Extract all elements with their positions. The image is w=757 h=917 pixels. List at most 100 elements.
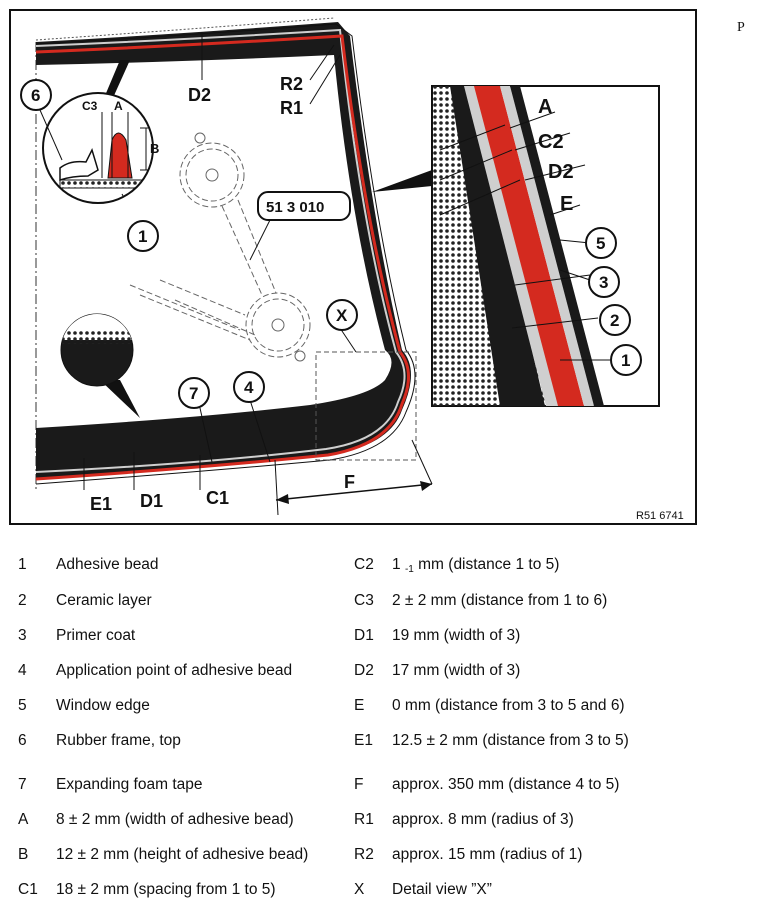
legend-key: R2 <box>354 846 374 863</box>
legend-text: 8 ± 2 mm (width of adhesive bead) <box>56 811 294 828</box>
legend-text: 18 ± 2 mm (spacing from 1 to 5) <box>56 881 276 898</box>
legend-text: 12.5 ± 2 mm (distance from 3 to 5) <box>392 732 629 749</box>
callout-x-text: X <box>336 306 348 325</box>
legend-item-right: D1 19 mm (width of 3) <box>354 627 754 649</box>
legend-text: 1 -1 mm (distance 1 to 5) <box>392 556 559 575</box>
legend-key: 5 <box>18 697 27 714</box>
callout-1-text: 1 <box>138 227 147 246</box>
dim-label-a: A <box>114 99 123 113</box>
dim-label-detail-e: E <box>560 193 573 215</box>
roof-edge <box>35 17 335 41</box>
legend-key: C3 <box>354 592 374 609</box>
legend-key: 3 <box>18 627 27 644</box>
legend-key: R1 <box>354 811 374 828</box>
legend-text: Ceramic layer <box>56 592 152 609</box>
callout-1: 1 <box>127 220 159 252</box>
legend-text: 0 mm (distance from 3 to 5 and 6) <box>392 697 625 714</box>
legend-item-right: E 0 mm (distance from 3 to 5 and 6) <box>354 697 754 719</box>
legend-text: Window edge <box>56 697 150 714</box>
callout-detail-2-text: 2 <box>610 311 619 330</box>
dim-label-d1: D1 <box>140 491 163 511</box>
legend-text: Rubber frame, top <box>56 732 181 749</box>
legend-text-subscript: -1 <box>404 564 414 575</box>
callout-detail-3-text: 3 <box>599 273 608 292</box>
cross-section-magnifier: C3 A B <box>42 60 159 204</box>
detail-x-box <box>315 351 417 461</box>
legend-key: D2 <box>354 662 374 679</box>
legend-text: 12 ± 2 mm (height of adhesive bead) <box>56 846 309 863</box>
tool-label-text: 51 3 010 <box>266 199 324 216</box>
legend-text: Expanding foam tape <box>56 776 203 793</box>
legend-key: 2 <box>18 592 27 609</box>
legend-key: 6 <box>18 732 27 749</box>
legend-item-left: B 12 ± 2 mm (height of adhesive bead) <box>18 846 348 868</box>
tool-label: 51 3 010 <box>249 191 351 261</box>
legend-text: 19 mm (width of 3) <box>392 627 521 644</box>
callout-detail-2: 2 <box>599 304 631 336</box>
page-mark: P <box>737 20 745 35</box>
dim-label-f: F <box>344 472 355 492</box>
legend-key: 7 <box>18 776 27 793</box>
dim-label-r1: R1 <box>280 98 303 118</box>
legend-key: C2 <box>354 556 374 573</box>
legend-text: Primer coat <box>56 627 136 644</box>
callout-detail-5-text: 5 <box>596 234 605 253</box>
legend-key: D1 <box>354 627 374 644</box>
tool-outline <box>129 132 311 362</box>
legend-key: A <box>18 811 29 828</box>
legend-item-left: 2 Ceramic layer <box>18 592 348 614</box>
callout-detail-1-text: 1 <box>621 351 630 370</box>
legend-text: approx. 350 mm (distance 4 to 5) <box>392 776 620 793</box>
legend-text: Detail view ”X” <box>392 881 492 898</box>
dim-label-detail-a: A <box>538 96 552 118</box>
figure-frame <box>9 9 697 525</box>
callout-6: 6 <box>20 79 63 161</box>
legend-item-left: 5 Window edge <box>18 697 348 719</box>
legend-key: F <box>354 776 364 793</box>
legend-key: X <box>354 881 365 898</box>
legend-item-right: R1 approx. 8 mm (radius of 3) <box>354 811 754 833</box>
legend-item-left: C1 18 ± 2 mm (spacing from 1 to 5) <box>18 881 348 903</box>
dim-label-c3: C3 <box>82 99 98 113</box>
legend-key: 1 <box>18 556 27 573</box>
detail-pointer <box>372 170 432 192</box>
legend-item-left: 3 Primer coat <box>18 627 348 649</box>
dim-label-e1: E1 <box>90 494 112 514</box>
callout-x: X <box>326 299 358 331</box>
callout-7-text: 7 <box>189 384 198 403</box>
legend-item-left: 4 Application point of adhesive bead <box>18 662 348 684</box>
dim-label-b: B <box>150 141 159 156</box>
legend-text: 17 mm (width of 3) <box>392 662 521 679</box>
callout-detail-1: 1 <box>610 344 642 376</box>
foam-tape-bubble <box>60 313 140 418</box>
legend-key: B <box>18 846 29 863</box>
dim-label-r2: R2 <box>280 74 303 94</box>
callout-7: 7 <box>178 377 210 409</box>
callout-4: 4 <box>233 371 265 403</box>
callout-4-text: 4 <box>244 378 254 397</box>
frame-band <box>36 22 411 478</box>
dim-label-detail-d2: D2 <box>548 161 574 183</box>
legend-item-right: E1 12.5 ± 2 mm (distance from 3 to 5) <box>354 732 754 754</box>
figure-ref-code: R51 6741 <box>636 510 684 522</box>
legend-key: E <box>354 697 365 714</box>
callout-detail-3: 3 <box>588 266 620 298</box>
legend-item-right: X Detail view ”X” <box>354 881 754 903</box>
dim-label-detail-c2: C2 <box>538 131 564 153</box>
callout-detail-5: 5 <box>585 227 617 259</box>
window-edge <box>35 23 416 485</box>
legend-item-right: C2 1 -1 mm (distance 1 to 5) <box>354 556 754 578</box>
legend-key: E1 <box>354 732 373 749</box>
legend-text-rest: mm (distance 1 to 5) <box>413 556 560 573</box>
legend-item-left: A 8 ± 2 mm (width of adhesive bead) <box>18 811 348 833</box>
legend-text: approx. 8 mm (radius of 3) <box>392 811 574 828</box>
dim-label-c1: C1 <box>206 488 229 508</box>
legend-key: C1 <box>18 881 38 898</box>
legend-key: 4 <box>18 662 27 679</box>
legend-text: Application point of adhesive bead <box>56 662 293 679</box>
windscreen-diagram: A C2 D2 E 5 3 2 1 <box>9 9 697 525</box>
